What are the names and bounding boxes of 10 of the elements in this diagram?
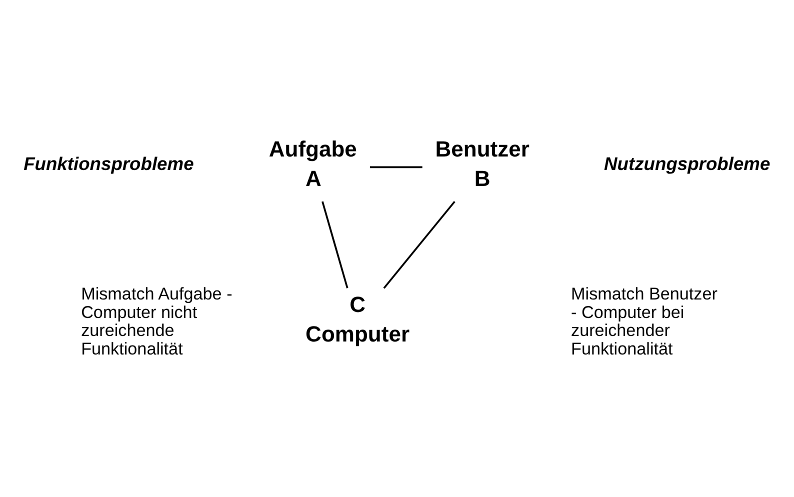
label: Funktionsprobleme	[24, 153, 194, 174]
node-text: Benutzer B	[435, 136, 530, 191]
connector	[370, 166, 422, 168]
label: Nutzungsprobleme	[604, 153, 770, 174]
node-text: C Computer	[306, 292, 410, 346]
connector	[383, 200, 456, 289]
node-text: Aufgabe A	[268, 136, 357, 191]
label: Mismatch Aufgabe - Computer nicht zureichende Funktionalität	[81, 284, 232, 359]
label: Mismatch Benutzer - Computer bei zureichender Funktionalität	[571, 284, 718, 359]
connector	[322, 201, 348, 288]
